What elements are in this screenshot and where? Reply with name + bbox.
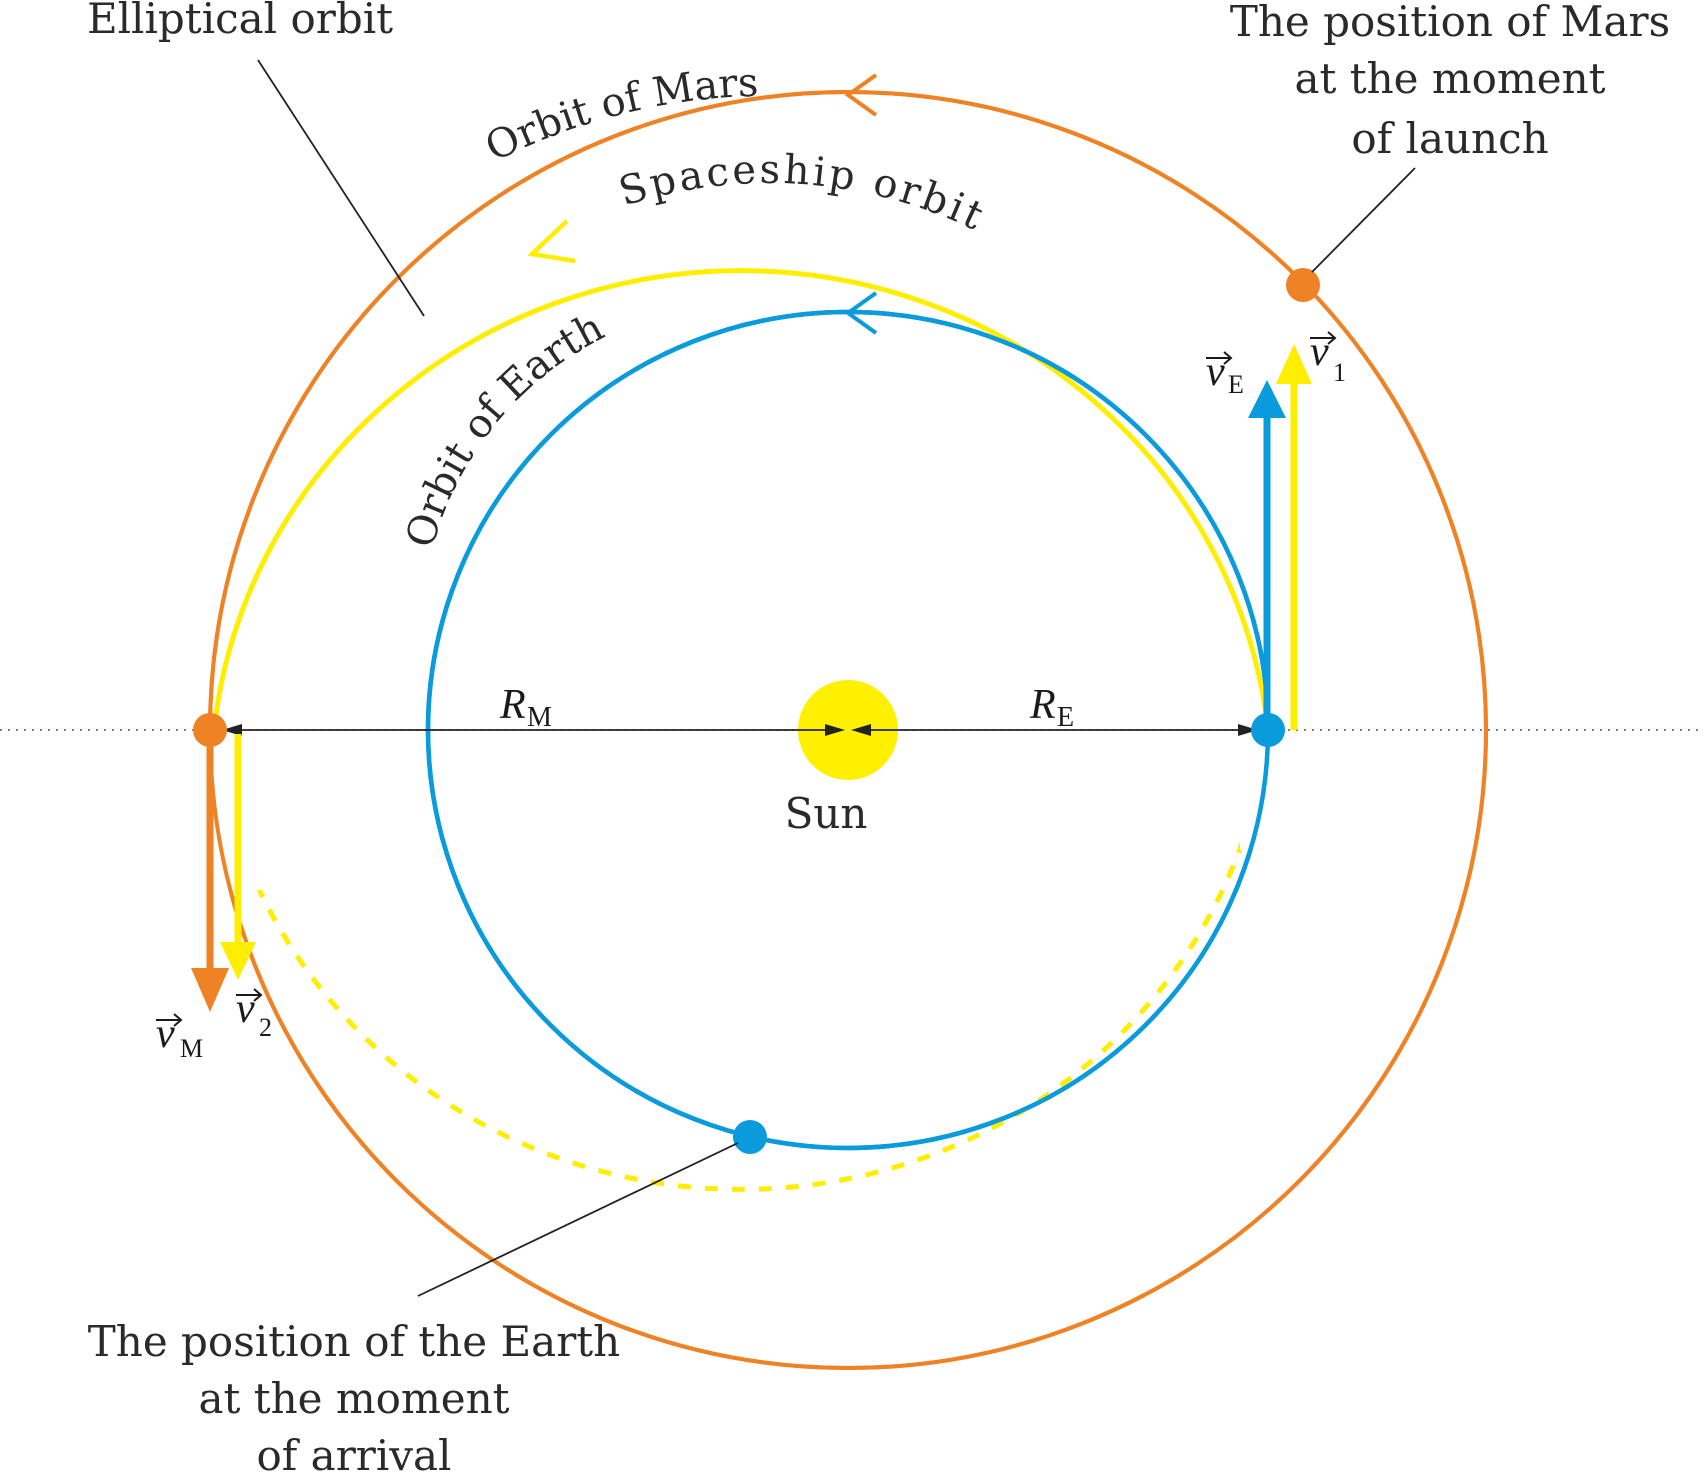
elliptical-orbit-label: Elliptical orbit bbox=[87, 0, 393, 43]
symbol-v-mars: v M bbox=[156, 1011, 203, 1063]
velocity-v2-arrowhead bbox=[220, 942, 256, 980]
symbol-v2-vector-arrow bbox=[236, 988, 263, 1002]
spaceship-orbit-dashed bbox=[211, 729, 1271, 1192]
mars-at-arrival-dot bbox=[193, 713, 227, 747]
symbol-v1-sub: 1 bbox=[1333, 358, 1346, 387]
mars-orbit-direction-arrow bbox=[844, 73, 878, 117]
symbol-v-earth: v E bbox=[1206, 349, 1244, 399]
symbol-v-earth-base: v bbox=[1206, 349, 1225, 395]
radius-mars-arrowhead-left bbox=[222, 724, 242, 736]
earth-arrival-label-line2: at the moment bbox=[198, 1374, 509, 1423]
symbol-r-mars: R M bbox=[499, 682, 552, 733]
symbol-r-earth: R E bbox=[1029, 682, 1074, 733]
symbol-v-2: v 2 bbox=[236, 986, 272, 1042]
symbol-v-earth-vector-arrow bbox=[1206, 351, 1233, 365]
mars-launch-leader-line bbox=[1311, 167, 1416, 273]
symbol-r-earth-sub: E bbox=[1057, 702, 1074, 733]
orbit-of-earth-label: Orbit of Earth bbox=[397, 304, 611, 553]
velocity-mars-arrowhead bbox=[191, 968, 229, 1012]
symbol-r-mars-base: R bbox=[499, 682, 526, 728]
symbol-v-mars-sub: M bbox=[180, 1034, 203, 1063]
symbol-v-1: v 1 bbox=[1310, 329, 1346, 387]
symbol-v-earth-sub: E bbox=[1228, 370, 1244, 399]
symbol-r-mars-sub: M bbox=[527, 702, 552, 733]
spaceship-orbit-label: Spaceship orbit bbox=[614, 147, 993, 241]
earth-arrival-label-line1: The position of the Earth bbox=[88, 1317, 620, 1366]
symbol-v1-vector-arrow bbox=[1310, 331, 1337, 345]
mars-launch-label-line3: of launch bbox=[1351, 114, 1548, 163]
spaceship-orbit-solid bbox=[211, 268, 1271, 731]
velocity-earth-arrowhead bbox=[1248, 380, 1286, 418]
radius-mars-arrowhead-right bbox=[825, 724, 845, 736]
sun bbox=[798, 680, 898, 780]
symbol-v1-base: v bbox=[1310, 329, 1329, 375]
radius-earth-arrowhead-left bbox=[851, 724, 871, 736]
mars-launch-label-line1: The position of Mars bbox=[1230, 0, 1670, 46]
earth-arrival-leader-line bbox=[417, 1142, 739, 1297]
spaceship-orbit-direction-arrow bbox=[527, 219, 576, 264]
symbol-v-mars-vector-arrow bbox=[156, 1013, 183, 1027]
earth-at-launch-dot bbox=[1251, 713, 1285, 747]
symbol-v2-sub: 2 bbox=[259, 1013, 272, 1042]
elliptical-orbit-leader-line bbox=[257, 59, 425, 317]
sun-label: Sun bbox=[785, 789, 868, 838]
symbol-v2-base: v bbox=[236, 986, 255, 1032]
earth-arrival-label-line3: of arrival bbox=[256, 1431, 451, 1475]
symbol-v-mars-base: v bbox=[156, 1011, 175, 1057]
radius-earth-arrowhead-right bbox=[1238, 724, 1258, 736]
earth-at-arrival-dot bbox=[733, 1120, 767, 1154]
symbol-r-earth-base: R bbox=[1029, 682, 1056, 728]
mars-launch-label-line2: at the moment bbox=[1294, 54, 1605, 103]
mars-at-launch-dot bbox=[1286, 268, 1320, 302]
velocity-v1-arrowhead bbox=[1276, 344, 1312, 384]
